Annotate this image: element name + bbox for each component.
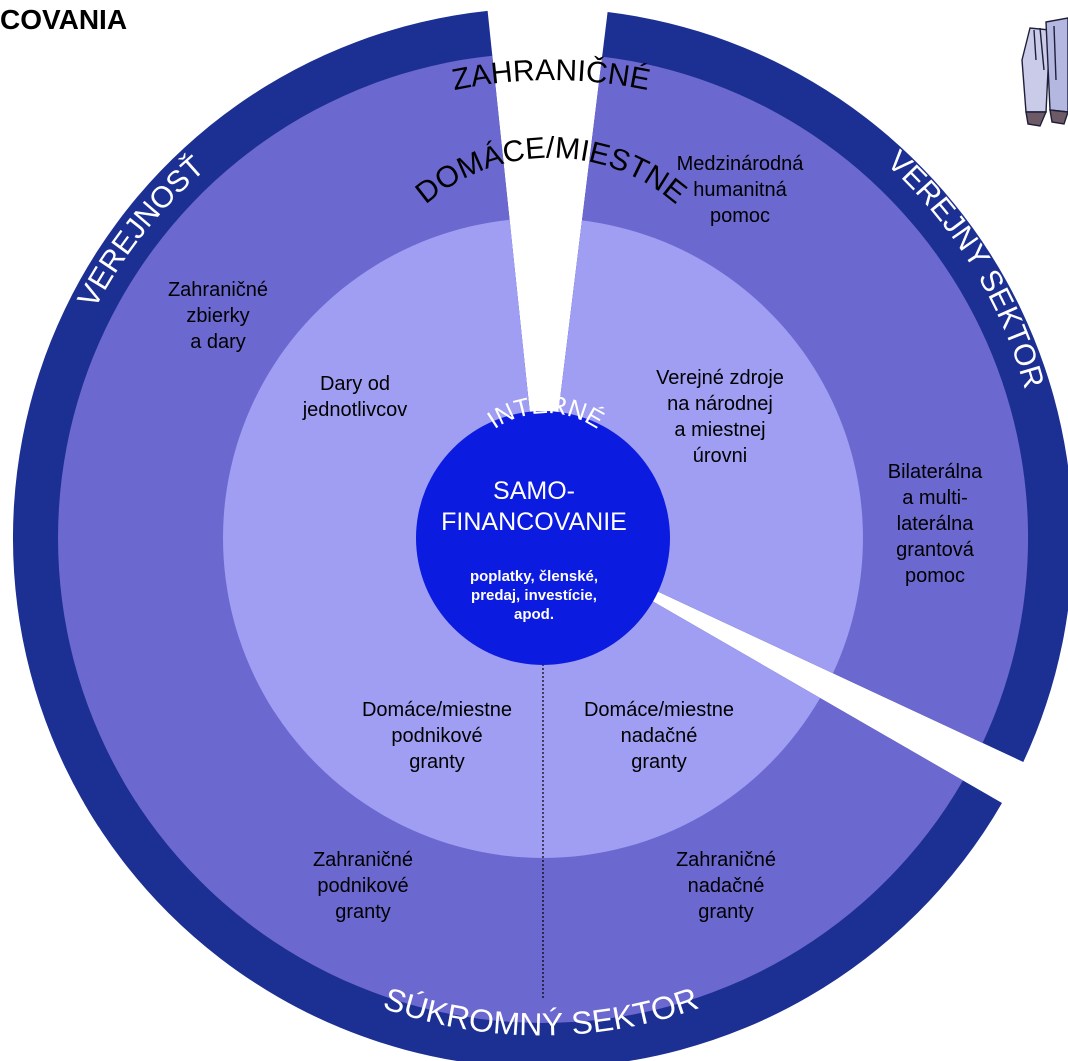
label-foreign-collections: Zahraničné zbierky a dary [167,279,269,353]
page-title: COVANIA [0,4,128,35]
center-disc [416,411,670,665]
label-international-humanitarian-aid: Medzinárodná humanitná pomoc [676,153,804,227]
center-main-label: SAMO- FINANCOVANIE [441,477,627,536]
label-foreign-corporate-grants: Zahraničné podnikové granty [312,849,414,923]
label-individual-donations: Dary od jednotlivcov [302,373,408,421]
label-public-resources: Verejné zdroje na národnej a miestnej úr… [656,367,784,467]
two-people-clipart-icon [1021,17,1068,127]
label-domestic-corporate-grants: Domáce/miestne podnikové granty [361,699,513,773]
center-sub-label: poplatky, členské, predaj, investície, a… [469,568,599,623]
label-bilateral-grant-aid: Bilaterálna a multi- laterálna grantová … [887,461,983,587]
label-foreign-foundation-grants: Zahraničné nadačné granty [675,849,777,923]
label-domestic-foundation-grants: Domáce/miestne nadačné granty [583,699,735,773]
ring-title-outer: ZAHRANIČNÉ [449,54,652,97]
